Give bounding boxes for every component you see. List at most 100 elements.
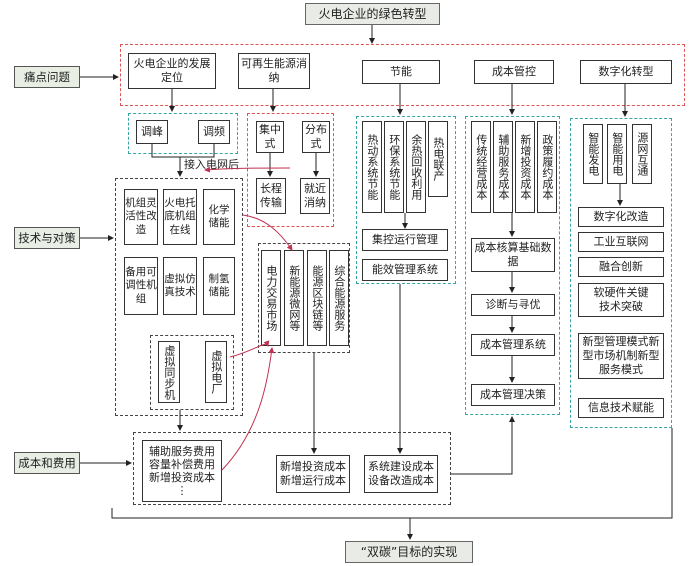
local-consumption-box: 就近消纳: [300, 178, 330, 214]
cost-system-box: 成本管理系统: [471, 334, 555, 356]
local-consumption-text: 就近消纳: [304, 182, 326, 209]
digital-list-text: 数字化改造: [593, 210, 649, 224]
pain-points-group: [120, 44, 685, 106]
industrial-internet-box: 工业互联网: [578, 232, 664, 252]
new-models-box: 新型管理模式新型市场机制新型服务模式: [578, 333, 664, 379]
cost-fee-group: [133, 432, 451, 505]
flexibility-retrofit-box: 机组灵活性改造: [124, 189, 158, 245]
diagnosis-box: 诊断与寻优: [471, 294, 555, 316]
source-grid-box: 源网互通: [632, 124, 652, 184]
tech-item-text: 制氢储能: [208, 272, 230, 298]
tech-item-text: 备用可调性机组: [125, 266, 157, 305]
microgrid-box: 新能源微网等: [284, 250, 304, 346]
virtual-sync-text: 虚拟同步机: [162, 344, 176, 400]
sys-cost-text: 设备改造成本: [368, 474, 434, 487]
cost-ctrl-text: 政策履约成本: [540, 134, 554, 200]
backstop-units-box: 火电托底机组在线: [163, 189, 197, 245]
cost-items-box: 辅助服务费用 容量补偿费用 新增投资成本 ⋮: [142, 440, 222, 502]
cost-item-text: ⋮: [176, 484, 188, 498]
virtual-sim-box: 虚拟仿真技术: [163, 257, 197, 315]
goal-text: “双碳”目标的实现: [360, 544, 458, 559]
side-label-cost: 成本和费用: [14, 452, 80, 474]
market-item-text: 能源区块链等: [310, 265, 324, 331]
pain-item-text: 火电企业的发展定位: [133, 57, 211, 84]
policy-cost-box: 政策履约成本: [537, 121, 557, 213]
market-group: [258, 243, 350, 353]
side-label-pain: 痛点问题: [14, 66, 80, 88]
cost-flow-text: 诊断与寻优: [485, 298, 541, 312]
market-item-text: 新能源微网等: [287, 265, 301, 331]
diagram-title-text: 火电企业的绿色转型: [318, 6, 427, 21]
virtual-group: [150, 335, 234, 410]
market-item-text: 综合能源服务: [332, 265, 346, 331]
tech-item-text: 火电托底机组在线: [164, 197, 196, 236]
digital-list-text: 新型管理模式新型市场机制新型服务模式: [582, 335, 660, 376]
freq-regulation-text: 调频: [203, 125, 225, 139]
energy-item-text: 环保系统节能: [387, 134, 401, 200]
virtual-plant-text: 虚拟电厂: [209, 350, 223, 394]
virtual-sync-box: 虚拟同步机: [158, 341, 180, 403]
cost-flow-text: 成本管理系统: [480, 338, 546, 352]
digital-top-text: 智能用电: [610, 132, 624, 176]
tech-group: [115, 178, 243, 416]
virtual-plant-box: 虚拟电厂: [205, 341, 227, 403]
pain-item-cost-control: 成本管控: [474, 60, 554, 84]
tech-item-text: 虚拟仿真技术: [164, 272, 196, 298]
energy-saving-group: [356, 116, 456, 284]
pain-item-text: 数字化转型: [598, 65, 654, 79]
sys-cost-text: 系统建设成本: [368, 460, 434, 474]
energy-mgmt-text: 能效管理系统: [372, 263, 438, 277]
long-transmission-text: 长程传输: [260, 182, 282, 209]
distributed-box: 分布式: [302, 121, 330, 153]
digital-list-text: 工业互联网: [593, 235, 649, 249]
cost-flow-text: 成本管理决策: [480, 388, 546, 402]
pain-item-positioning: 火电企业的发展定位: [128, 53, 216, 89]
market-item-text: 电力交易市场: [264, 265, 278, 331]
side-label-pain-text: 痛点问题: [24, 69, 70, 84]
pain-item-text: 可再生能源消纳: [241, 57, 307, 84]
cost-ctrl-text: 新增投资成本: [518, 134, 532, 200]
thermal-saving-box: 热动系统节能: [362, 121, 382, 213]
energy-item-text: 余热回收利用: [409, 134, 423, 200]
cost-item-text: 辅助服务费用: [149, 444, 215, 458]
cost-ctrl-text: 辅助服务成本: [496, 134, 510, 200]
long-transmission-box: 长程传输: [256, 178, 286, 214]
tech-item-text: 机组灵活性改造: [125, 197, 157, 236]
pain-item-digital: 数字化转型: [580, 60, 672, 84]
distributed-text: 分布式: [305, 123, 327, 150]
energy-item-text: 热动系统节能: [365, 134, 379, 200]
cost-ctrl-text: 传统经营成本: [474, 134, 488, 200]
diagram-title: 火电企业的绿色转型: [305, 3, 440, 25]
cost-control-group: [465, 116, 560, 415]
peak-shaving-text: 调峰: [141, 125, 163, 139]
digital-retrofit-box: 数字化改造: [578, 207, 664, 227]
aux-service-cost-box: 辅助服务成本: [493, 121, 513, 213]
it-empowerment-box: 信息技术赋能: [578, 398, 664, 418]
pain-item-text: 节能: [390, 65, 412, 79]
standby-units-box: 备用可调性机组: [124, 257, 158, 315]
efficiency-system-box: 能效管理系统: [362, 259, 448, 281]
key-tech-box: 软硬件关键技术突破: [578, 283, 664, 317]
digital-list-text: 信息技术赋能: [588, 401, 654, 415]
blockchain-box: 能源区块链等: [307, 250, 327, 346]
side-label-tech: 技术与对策: [14, 227, 80, 249]
fusion-innovation-box: 融合创新: [578, 257, 664, 277]
system-cost-box: 系统建设成本 设备改造成本: [364, 455, 438, 493]
chemical-storage-box: 化学储能: [203, 189, 235, 245]
grid-access-label: 接入电网后: [184, 158, 239, 171]
integrated-service-box: 综合能源服务: [329, 250, 349, 346]
smart-consumption-box: 智能用电: [607, 124, 627, 184]
cost-decision-box: 成本管理决策: [471, 384, 555, 406]
cost-accounting-box: 成本核算基础数据: [471, 238, 555, 272]
hydrogen-storage-box: 制氢储能: [203, 257, 235, 315]
new-invest-text: 新增运行成本: [280, 474, 346, 487]
new-invest-text: 新增投资成本: [280, 460, 346, 474]
side-label-cost-text: 成本和费用: [18, 455, 76, 470]
peak-shaving-box: 调峰: [136, 120, 168, 144]
pain-item-text: 成本管控: [492, 65, 536, 79]
centralized-box: 集中式: [256, 121, 284, 153]
freq-regulation-box: 调频: [198, 120, 230, 144]
digital-top-text: 智能发电: [586, 132, 600, 176]
tech-item-text: 化学储能: [208, 203, 230, 229]
